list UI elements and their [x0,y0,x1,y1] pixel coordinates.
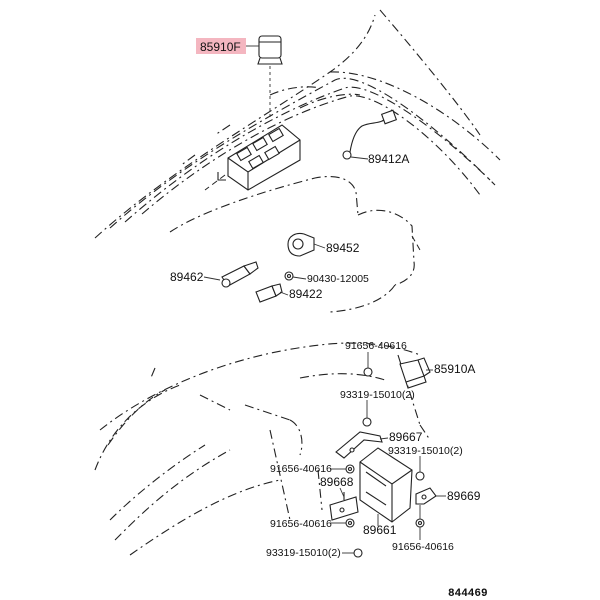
label-89422[interactable]: 89422 [289,287,323,301]
relay-block-part [217,124,301,191]
bolt-91656-top [363,352,373,377]
label-89452[interactable]: 89452 [326,241,360,255]
screw-93319-c [342,548,363,558]
relay-85910A-part [399,357,433,389]
label-89669[interactable]: 89669 [447,489,481,503]
label-91656-40616-mid[interactable]: 91656-40616 [270,463,332,475]
label-93319-15010-c[interactable]: 93319-15010(2) [266,547,341,559]
label-91656-40616-top[interactable]: 91656-40616 [345,340,407,352]
gasket-90430-part [284,271,307,281]
sensor-89462-part [203,261,259,288]
bracket-89668-part [329,487,359,521]
lower-body-outline [94,342,431,556]
bolt-91656-mid [330,464,355,474]
label-89668[interactable]: 89668 [320,475,354,489]
label-89412A[interactable]: 89412A [368,152,409,166]
label-90430-12005[interactable]: 90430-12005 [307,273,369,285]
label-85910F-highlight [196,38,246,54]
switch-89452-part [287,232,326,257]
drawing-number: 844469 [448,588,488,600]
bolt-91656-right [415,505,425,540]
label-93319-15010-a[interactable]: 93319-15010(2) [340,389,415,401]
screw-93319-a [362,400,372,427]
sensor-89412A-part [342,109,398,160]
sensor-89422-part [255,283,289,303]
label-91656-40616-low[interactable]: 91656-40616 [270,518,332,530]
label-89667[interactable]: 89667 [389,430,423,444]
label-85910A[interactable]: 85910A [434,362,475,376]
label-89462[interactable]: 89462 [170,270,204,284]
label-85910F-group[interactable]: 85910F [196,38,259,54]
screw-93319-b [415,456,425,481]
bracket-89667-part [335,431,389,459]
ecu-89661-part [359,447,413,526]
label-91656-40616-right[interactable]: 91656-40616 [392,541,454,553]
label-85910F[interactable]: 85910F [200,40,241,54]
bolt-91656-low [330,518,355,528]
relay-85910F-part [257,35,283,118]
label-89661[interactable]: 89661 [363,523,397,537]
upper-body-outline [94,9,501,313]
label-93319-15010-b[interactable]: 93319-15010(2) [388,445,463,457]
bracket-89669-part [415,487,446,505]
